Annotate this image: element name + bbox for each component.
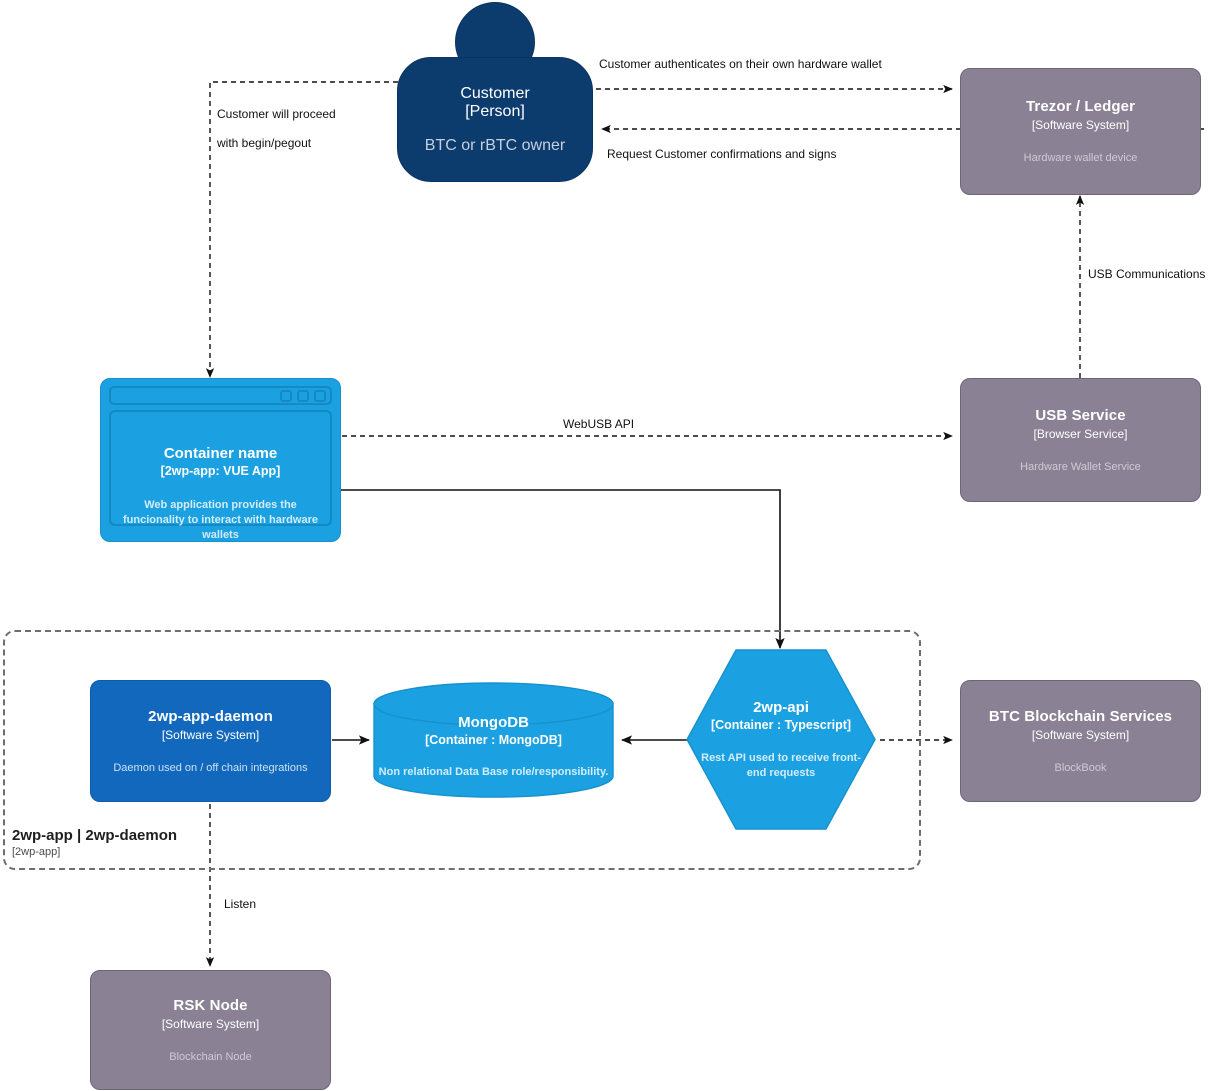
node-title: Container name xyxy=(163,445,278,462)
node-description: Rest API used to receive front-end reque… xyxy=(701,752,861,779)
edge-label-customer-proceed-line2: with begin/pegout xyxy=(217,136,312,150)
boundary-label: 2wp-app | 2wp-daemon [2wp-app] xyxy=(12,826,312,860)
boundary-name: 2wp-app | 2wp-daemon xyxy=(12,827,178,844)
node-title: BTC Blockchain Services xyxy=(988,707,1173,725)
node-type: [Software System] xyxy=(1031,727,1130,742)
node-type: [Container : MongoDB] xyxy=(425,732,562,747)
node-usb-service[interactable]: USB Service [Browser Service] Hardware W… xyxy=(960,378,1201,502)
node-title: MongoDB xyxy=(458,713,529,731)
node-mongodb[interactable]: MongoDB [Container : MongoDB] Non relati… xyxy=(373,682,614,798)
browser-dot-icon xyxy=(280,389,292,402)
boundary-type: [2wp-app] xyxy=(12,846,61,858)
boundary-2wp-app xyxy=(3,630,921,870)
node-description: Web application provides the funcionalit… xyxy=(123,499,318,541)
node-type: [Software System] xyxy=(1031,118,1130,132)
cylinder-content: MongoDB [Container : MongoDB] Non relati… xyxy=(373,682,614,798)
node-type: [Browser Service] xyxy=(1033,426,1128,441)
node-type: [Software System] xyxy=(161,1016,260,1031)
edge-label-webusb-api: WebUSB API xyxy=(563,417,635,431)
edge-label-customer-proceed-line1: Customer will proceed xyxy=(217,107,336,121)
node-type: [2wp-app: VUE App] xyxy=(160,464,281,478)
edge-label-request-confirmations: Request Customer confirmations and signs xyxy=(607,147,837,161)
browser-title-bar xyxy=(109,386,332,405)
node-description: Non relational Data Base role/responsibi… xyxy=(378,765,609,778)
node-2wp-api[interactable]: 2wp-api [Container : Typescript] Rest AP… xyxy=(686,649,876,830)
node-vue-app[interactable]: Container name [2wp-app: VUE App] Web ap… xyxy=(100,378,341,542)
node-title: RSK Node xyxy=(173,996,248,1014)
node-type: [Container : Typescript] xyxy=(710,718,852,732)
node-btc-blockchain-services[interactable]: BTC Blockchain Services [Software System… xyxy=(960,680,1201,802)
browser-dot-icon xyxy=(314,389,326,402)
node-description: Hardware wallet device xyxy=(1023,152,1138,164)
node-title: Customer xyxy=(460,84,530,102)
node-type: [Software System] xyxy=(161,727,260,742)
node-type: [Person] xyxy=(465,102,525,120)
browser-dot-icon xyxy=(297,389,309,402)
node-title: USB Service xyxy=(1035,406,1126,424)
node-title: 2wp-app-daemon xyxy=(148,707,273,725)
node-description: Daemon used on / off chain integrations xyxy=(113,761,308,774)
node-description: BlockBook xyxy=(1054,761,1107,774)
person-body: Customer [Person] BTC or rBTC owner xyxy=(397,57,593,182)
edge-label-listen: Listen xyxy=(224,897,257,911)
edge-customer-proceed xyxy=(205,81,398,378)
hexagon-shape xyxy=(686,649,876,830)
node-rsk-node[interactable]: RSK Node [Software System] Blockchain No… xyxy=(90,970,331,1090)
node-trezor-ledger[interactable]: Trezor / Ledger [Software System] Hardwa… xyxy=(960,68,1201,195)
node-description: BTC or rBTC owner xyxy=(424,136,566,154)
node-description: Hardware Wallet Service xyxy=(1020,460,1141,473)
edge-vueapp-to-api xyxy=(341,489,785,650)
node-title: 2wp-api xyxy=(753,699,809,716)
edge-label-customer-authenticates: Customer authenticates on their own hard… xyxy=(599,57,882,71)
cylinder-shape xyxy=(373,682,614,798)
node-title: Trezor / Ledger xyxy=(1025,98,1136,115)
hexagon-content: 2wp-api [Container : Typescript] Rest AP… xyxy=(686,649,876,830)
node-description: Blockchain Node xyxy=(169,1050,252,1063)
node-customer[interactable]: Customer [Person] BTC or rBTC owner xyxy=(397,2,593,182)
browser-content: Container name [2wp-app: VUE App] Web ap… xyxy=(109,410,332,541)
node-2wp-app-daemon[interactable]: 2wp-app-daemon [Software System] Daemon … xyxy=(90,680,331,802)
edge-label-usb-communications: USB Communications xyxy=(1088,267,1206,281)
